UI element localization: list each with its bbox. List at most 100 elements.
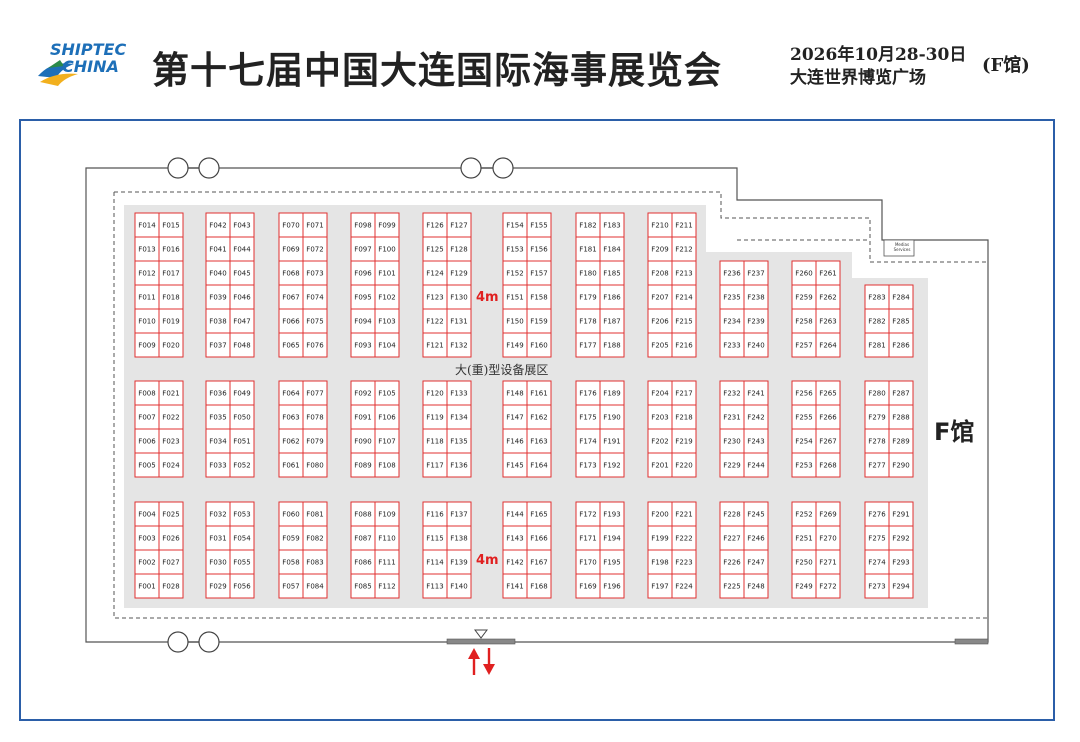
booth-F051[interactable] xyxy=(229,428,255,454)
booth-F066[interactable] xyxy=(278,308,304,334)
booth-F047[interactable] xyxy=(229,308,255,334)
booth-F226[interactable] xyxy=(719,549,745,575)
booth-F026[interactable] xyxy=(158,525,184,551)
booth-F076[interactable] xyxy=(302,332,328,358)
booth-F186[interactable] xyxy=(599,284,625,310)
booth-F241[interactable] xyxy=(743,380,769,406)
booth-F168[interactable] xyxy=(526,573,552,599)
booth-F070[interactable] xyxy=(278,212,304,238)
booth-F021[interactable] xyxy=(158,380,184,406)
booth-F024[interactable] xyxy=(158,452,184,478)
booth-F259[interactable] xyxy=(791,284,817,310)
booth-F249[interactable] xyxy=(791,573,817,599)
booth-F035[interactable] xyxy=(205,404,231,430)
booth-F130[interactable] xyxy=(446,284,472,310)
booth-F139[interactable] xyxy=(446,549,472,575)
booth-F272[interactable] xyxy=(815,573,841,599)
booth-F253[interactable] xyxy=(791,452,817,478)
booth-F174[interactable] xyxy=(575,428,601,454)
booth-F240[interactable] xyxy=(743,332,769,358)
booth-F220[interactable] xyxy=(671,452,697,478)
booth-F216[interactable] xyxy=(671,332,697,358)
booth-F193[interactable] xyxy=(599,501,625,527)
booth-F094[interactable] xyxy=(350,308,376,334)
booth-F287[interactable] xyxy=(888,380,914,406)
booth-F037[interactable] xyxy=(205,332,231,358)
booth-F266[interactable] xyxy=(815,404,841,430)
booth-F016[interactable] xyxy=(158,236,184,262)
booth-F153[interactable] xyxy=(502,236,528,262)
booth-F003[interactable] xyxy=(134,525,160,551)
booth-F095[interactable] xyxy=(350,284,376,310)
booth-F097[interactable] xyxy=(350,236,376,262)
booth-F028[interactable] xyxy=(158,573,184,599)
booth-F073[interactable] xyxy=(302,260,328,286)
booth-F289[interactable] xyxy=(888,428,914,454)
booth-F145[interactable] xyxy=(502,452,528,478)
booth-F019[interactable] xyxy=(158,308,184,334)
booth-F068[interactable] xyxy=(278,260,304,286)
booth-F242[interactable] xyxy=(743,404,769,430)
booth-F156[interactable] xyxy=(526,236,552,262)
booth-F004[interactable] xyxy=(134,501,160,527)
booth-F280[interactable] xyxy=(864,380,890,406)
booth-F286[interactable] xyxy=(888,332,914,358)
booth-F131[interactable] xyxy=(446,308,472,334)
booth-F265[interactable] xyxy=(815,380,841,406)
booth-F103[interactable] xyxy=(374,308,400,334)
booth-F099[interactable] xyxy=(374,212,400,238)
booth-F124[interactable] xyxy=(422,260,448,286)
booth-F096[interactable] xyxy=(350,260,376,286)
booth-F015[interactable] xyxy=(158,212,184,238)
booth-F032[interactable] xyxy=(205,501,231,527)
booth-F143[interactable] xyxy=(502,525,528,551)
booth-F224[interactable] xyxy=(671,573,697,599)
booth-F228[interactable] xyxy=(719,501,745,527)
booth-F092[interactable] xyxy=(350,380,376,406)
booth-F209[interactable] xyxy=(647,236,673,262)
booth-F098[interactable] xyxy=(350,212,376,238)
booth-F185[interactable] xyxy=(599,260,625,286)
booth-F065[interactable] xyxy=(278,332,304,358)
booth-F088[interactable] xyxy=(350,501,376,527)
booth-F290[interactable] xyxy=(888,452,914,478)
booth-F248[interactable] xyxy=(743,573,769,599)
booth-F082[interactable] xyxy=(302,525,328,551)
booth-F271[interactable] xyxy=(815,549,841,575)
booth-F113[interactable] xyxy=(422,573,448,599)
booth-F053[interactable] xyxy=(229,501,255,527)
booth-F283[interactable] xyxy=(864,284,890,310)
booth-F250[interactable] xyxy=(791,549,817,575)
booth-F281[interactable] xyxy=(864,332,890,358)
booth-F175[interactable] xyxy=(575,404,601,430)
booth-F079[interactable] xyxy=(302,428,328,454)
booth-F195[interactable] xyxy=(599,549,625,575)
booth-F108[interactable] xyxy=(374,452,400,478)
booth-F043[interactable] xyxy=(229,212,255,238)
booth-F162[interactable] xyxy=(526,404,552,430)
booth-F029[interactable] xyxy=(205,573,231,599)
booth-F052[interactable] xyxy=(229,452,255,478)
booth-F267[interactable] xyxy=(815,428,841,454)
booth-F233[interactable] xyxy=(719,332,745,358)
booth-F083[interactable] xyxy=(302,549,328,575)
booth-F101[interactable] xyxy=(374,260,400,286)
booth-F150[interactable] xyxy=(502,308,528,334)
booth-F182[interactable] xyxy=(575,212,601,238)
booth-F215[interactable] xyxy=(671,308,697,334)
booth-F239[interactable] xyxy=(743,308,769,334)
booth-F001[interactable] xyxy=(134,573,160,599)
booth-F089[interactable] xyxy=(350,452,376,478)
booth-F104[interactable] xyxy=(374,332,400,358)
booth-F013[interactable] xyxy=(134,236,160,262)
booth-F137[interactable] xyxy=(446,501,472,527)
booth-F189[interactable] xyxy=(599,380,625,406)
booth-F030[interactable] xyxy=(205,549,231,575)
booth-F208[interactable] xyxy=(647,260,673,286)
booth-F184[interactable] xyxy=(599,236,625,262)
booth-F114[interactable] xyxy=(422,549,448,575)
booth-F102[interactable] xyxy=(374,284,400,310)
booth-F069[interactable] xyxy=(278,236,304,262)
booth-F257[interactable] xyxy=(791,332,817,358)
booth-F160[interactable] xyxy=(526,332,552,358)
